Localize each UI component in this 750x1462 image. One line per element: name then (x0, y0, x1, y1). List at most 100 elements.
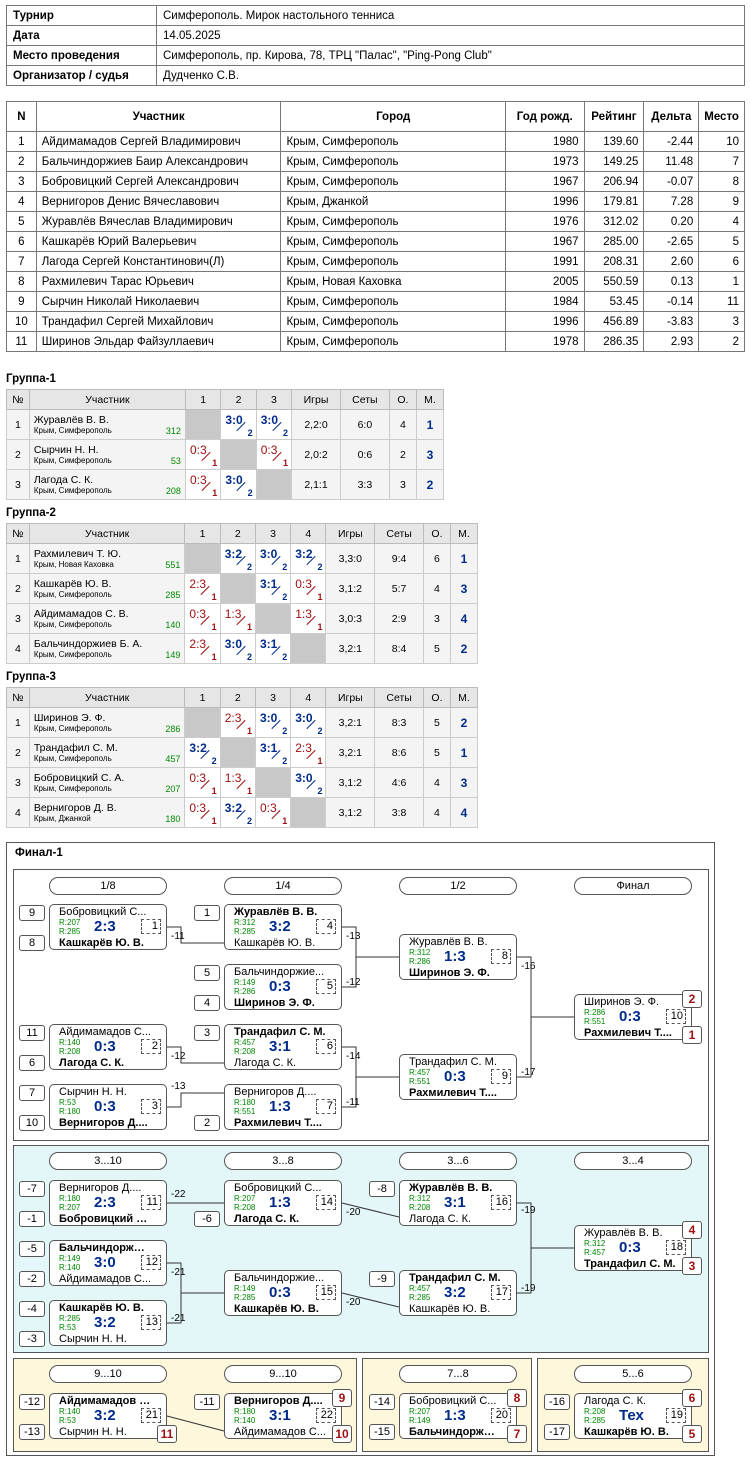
round-label: 7...8 (399, 1365, 517, 1383)
loser-ref: -16 (521, 961, 536, 972)
participants-header-cell: Рейтинг (583, 101, 645, 132)
match-number: 8 (491, 949, 511, 964)
group-sets: 3:3 (339, 469, 390, 500)
participant-cell: 10 (698, 131, 745, 152)
loser-ref: -22 (171, 1189, 186, 1200)
match-player-2: Вернигоров Д.... (59, 1117, 148, 1129)
participant-cell: Крым, Симферополь (280, 151, 506, 172)
participant-cell: 3 (698, 311, 745, 332)
group-header-cell: № (6, 389, 30, 410)
round-label: 5...6 (574, 1365, 692, 1383)
group-header-cell: Сеты (339, 389, 390, 410)
round-label: 1/2 (399, 877, 517, 895)
group-player-name: Бальчиндоржиев Б. А. (33, 637, 143, 650)
participant-cell: Крым, Симферополь (280, 311, 506, 332)
group-player-name: Журавлёв В. В. (33, 413, 109, 426)
group-header-cell: Участник (28, 523, 186, 544)
bracket-connector (166, 1415, 225, 1432)
match-score: 1:3 (444, 1407, 466, 1424)
participant-cell: Рахмилевич Тарас Юрьевич (35, 271, 282, 292)
group-player-name: Айдимамадов С. В. (33, 607, 129, 620)
seed-box: 2 (194, 1115, 220, 1131)
match-score: 0:3 (94, 1098, 116, 1115)
seed-box: -17 (544, 1424, 570, 1440)
group-result-score: 3:0 (225, 473, 243, 487)
participant-cell: 1976 (504, 211, 585, 232)
group-result-score: 3:1 (259, 577, 278, 591)
group-result-points: 1 (246, 786, 252, 796)
group-result-score: 0:3 (259, 801, 277, 815)
loser-ref: -13 (346, 931, 361, 942)
participant-cell: 11.48 (643, 151, 700, 172)
round-label: 3...4 (574, 1152, 692, 1170)
match-rating-1: R:207 (234, 1194, 256, 1203)
match-player-2: Айдимамадов С... (59, 1273, 151, 1285)
group-header-cell: Игры (325, 523, 376, 544)
group-points: 5 (422, 707, 451, 738)
group-header-cell: 1 (184, 687, 221, 708)
group-result-points: 2 (317, 562, 323, 572)
group-points: 4 (422, 767, 451, 798)
match-rating-2: R:285 (234, 927, 256, 936)
match-rating-1: R:149 (234, 1284, 256, 1293)
group-player-rating: 207 (165, 784, 181, 794)
participant-cell: 1980 (504, 131, 585, 152)
group-player-city: Крым, Симферополь (33, 753, 112, 763)
seed-box: -16 (544, 1394, 570, 1410)
group-points: 4 (422, 797, 451, 828)
participant-cell: Сырчин Николай Николаевич (35, 291, 282, 312)
participant-cell: Крым, Джанкой (280, 191, 506, 212)
group-result-points: 1 (211, 592, 217, 602)
participant-cell: 1984 (504, 291, 585, 312)
match-rating-2: R:457 (584, 1248, 606, 1257)
participant-cell: 4 (6, 191, 37, 212)
group-result-points: 1 (317, 756, 323, 766)
participant-cell: Журавлёв Вячеслав Владимирович (35, 211, 282, 232)
match-rating-1: R:53 (59, 1098, 76, 1107)
match-score: 3:2 (94, 1314, 116, 1331)
group-row-number: 1 (6, 543, 30, 574)
group-player-city: Крым, Новая Каховка (33, 559, 114, 569)
group-result-points: 1 (246, 622, 252, 632)
match-score: 3:1 (269, 1038, 291, 1055)
group-row-number: 4 (6, 633, 30, 664)
group-self-cell (290, 797, 327, 828)
participant-cell: Лагода Сергей Константинович(Л) (35, 251, 282, 272)
match-number: 19 (666, 1408, 686, 1423)
group-row-number: 1 (6, 409, 30, 440)
seed-box: 7 (19, 1085, 45, 1101)
group-result-points: 2 (246, 652, 252, 662)
match-number: 11 (141, 1195, 161, 1210)
participant-cell: 286.35 (583, 331, 645, 352)
